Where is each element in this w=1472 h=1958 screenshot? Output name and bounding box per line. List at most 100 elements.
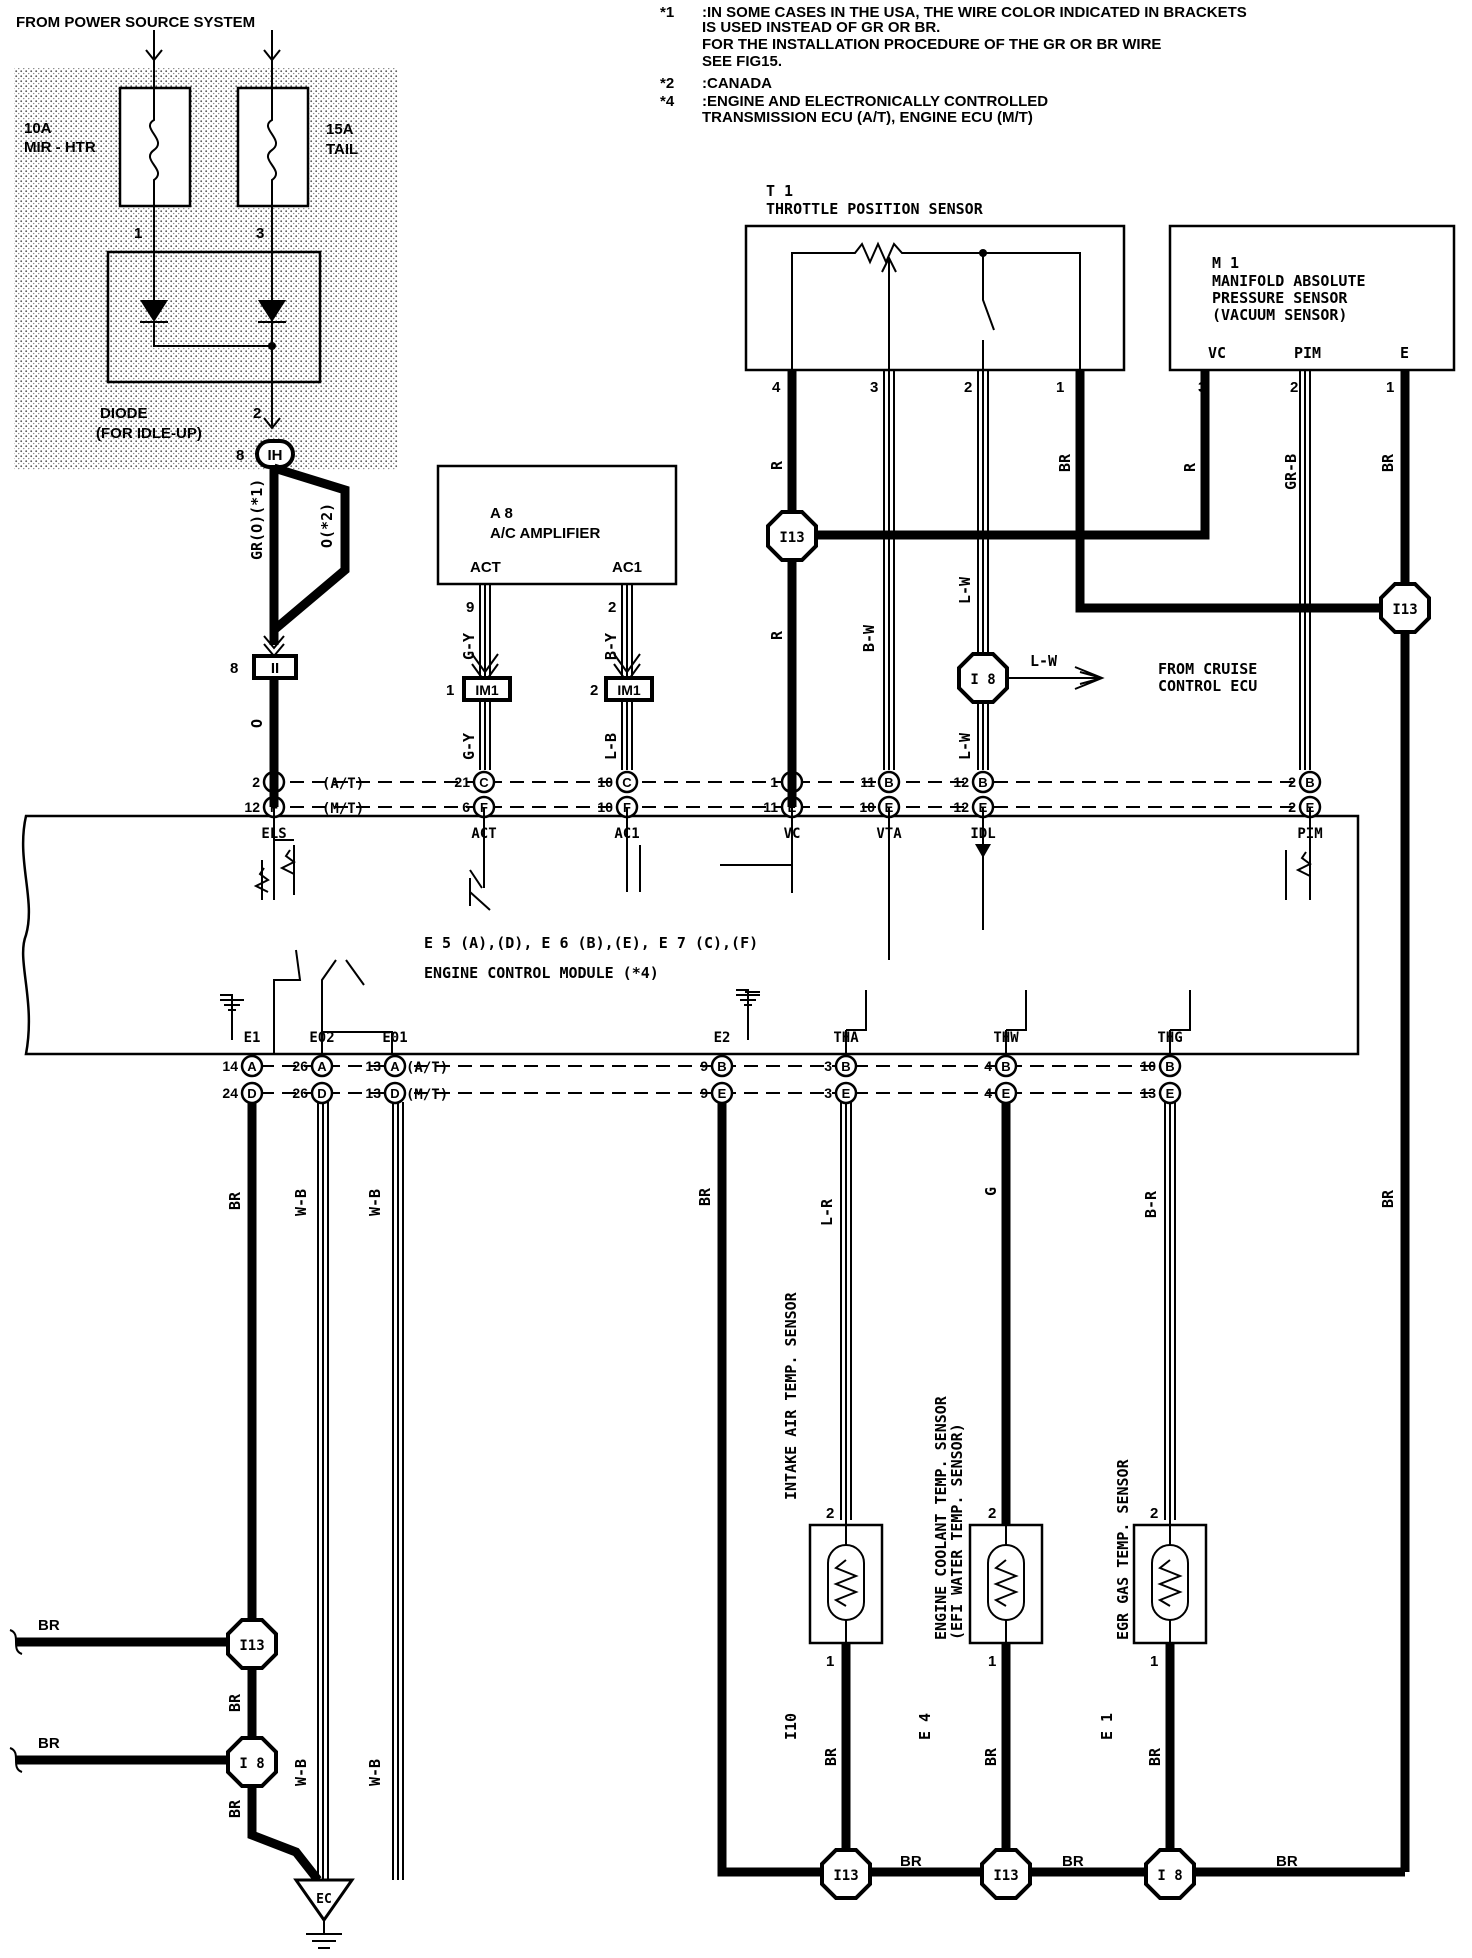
junction-i8 xyxy=(957,652,1009,704)
connector-letter: B xyxy=(1305,775,1314,790)
at-label: (A/T) xyxy=(406,1060,448,1076)
pin-number: 10 xyxy=(597,799,613,815)
notes-block: *1 :IN SOME CASES IN THE USA, THE WIRE C… xyxy=(660,4,1247,126)
note-line: FOR THE INSTALLATION PROCEDURE OF THE GR… xyxy=(702,36,1161,53)
wire-color-label: BR xyxy=(822,1747,840,1766)
pin-number: 2 xyxy=(252,774,260,790)
wire-color-label: L-W xyxy=(1030,652,1058,670)
ecm-name: ENGINE CONTROL MODULE (*4) xyxy=(424,964,659,982)
terminal-label: PIM xyxy=(1294,344,1321,362)
wire-color-label: GR(O)(*1) xyxy=(248,479,266,560)
wire-color-label: BR xyxy=(226,1191,244,1210)
connector-letter: B xyxy=(978,775,987,790)
wire-color-label: G xyxy=(982,1187,1000,1196)
pin-label: 2 xyxy=(988,1505,996,1522)
pin-label: 1 xyxy=(826,1653,834,1670)
pin-label: 3 xyxy=(870,379,878,396)
note-line: TRANSMISSION ECU (A/T), ENGINE ECU (M/T) xyxy=(702,109,1033,126)
ecm-top-at-terminal xyxy=(472,770,496,794)
fuse-element-icon xyxy=(266,88,278,206)
wire-color-label: W-B xyxy=(292,1189,310,1216)
ac-amplifier: A 8 A/C AMPLIFIER ACT AC1 9 2 G-Y B-Y IM… xyxy=(436,464,678,770)
diode-box xyxy=(106,250,322,384)
ground-label: EC xyxy=(316,1892,332,1907)
note-line: IS USED INSTEAD OF GR OR BR. xyxy=(702,19,940,36)
potentiometer-icon xyxy=(791,241,1081,370)
sensor-code: I10 xyxy=(782,1713,800,1740)
wire-color-label: L-W xyxy=(956,576,974,604)
terminal-label: ACT xyxy=(470,559,501,576)
thermistor-icon xyxy=(833,1559,859,1607)
connector-letter: E xyxy=(718,1086,727,1101)
transistor-icon xyxy=(469,869,491,911)
pin-number: 13 xyxy=(1140,1085,1156,1101)
wire-color-label: BR xyxy=(226,1799,244,1818)
wire-color-label: BR xyxy=(696,1187,714,1206)
fuse-rating: 15A xyxy=(326,121,354,138)
diode-sublabel: (FOR IDLE-UP) xyxy=(96,425,202,442)
connector-pin: 8 xyxy=(230,660,238,677)
ecm-bot-at-terminal xyxy=(834,1054,858,1078)
sensor-code: E 4 xyxy=(916,1713,934,1740)
terminal-name: E2 xyxy=(714,1030,731,1046)
wire-color-label: O(*2) xyxy=(318,503,336,548)
connector-letter: B xyxy=(717,1059,726,1074)
ground-wiring: I13 I 8 EC BR BR BR BR BR W-B W-B W-B W-… xyxy=(9,1102,404,1949)
ecm-top-at-terminal xyxy=(877,770,901,794)
diode-icon xyxy=(258,300,286,322)
wire-color-label: O xyxy=(248,719,266,728)
pin-number: 12 xyxy=(953,774,969,790)
connector-letter: C xyxy=(479,775,489,790)
connector-letter: D xyxy=(317,1086,326,1101)
connector-letter: A xyxy=(390,1059,400,1074)
wire-color-label: B-R xyxy=(1142,1190,1160,1218)
wire-color-label: W-B xyxy=(366,1759,384,1786)
connector-im1 xyxy=(462,676,512,702)
pin-number: 12 xyxy=(244,799,260,815)
pin-number: 14 xyxy=(222,1058,238,1074)
wire-color-label: W-B xyxy=(366,1189,384,1216)
wire-color-label: L-W xyxy=(956,732,974,760)
terminal-label: E xyxy=(1400,344,1409,362)
connector-letter: B xyxy=(1165,1059,1174,1074)
junction-label: I 8 xyxy=(1157,1868,1182,1884)
component-code: M 1 xyxy=(1212,254,1239,272)
fuse-pin: 1 xyxy=(134,225,142,242)
fuse-element-icon xyxy=(148,88,160,206)
connector-letter: D xyxy=(247,1086,256,1101)
cruise-label: CONTROL ECU xyxy=(1158,677,1257,695)
diode-pin: 2 xyxy=(253,405,261,422)
pin-number: 12 xyxy=(953,799,969,815)
wire-color-label: R xyxy=(1181,462,1199,472)
connector-pin: 2 xyxy=(590,682,598,699)
diode-icon xyxy=(975,844,991,858)
wire-color-label: L-B xyxy=(602,733,620,760)
connector-letter: D xyxy=(390,1086,399,1101)
idle-up-wires: GR(O)(*1) O(*2) II 8 O xyxy=(230,463,350,770)
sensor-name: INTAKE AIR TEMP. SENSOR xyxy=(782,1291,800,1500)
component-code: T 1 xyxy=(766,182,793,200)
pin-number: 3 xyxy=(824,1085,832,1101)
connector-label: IH xyxy=(268,447,283,464)
pin-number: 2 xyxy=(1288,774,1296,790)
pin-number: 9 xyxy=(700,1058,708,1074)
pin-label: 4 xyxy=(772,379,781,396)
pin-number: 10 xyxy=(597,774,613,790)
pin-label: 2 xyxy=(1150,1505,1158,1522)
sensor-wiring-top: FROM CRUISE CONTROL ECU L-W I13 I13 I 8 … xyxy=(766,370,1431,1872)
sensor-name: EGR GAS TEMP. SENSOR xyxy=(1114,1458,1132,1640)
junction-label: I 8 xyxy=(239,1756,264,1772)
note-mark: *2 xyxy=(660,75,674,92)
pin-number: 11 xyxy=(763,799,778,815)
connector-letter: A xyxy=(247,1059,257,1074)
ecm-top-at-terminal xyxy=(971,770,995,794)
connector-letter: E xyxy=(1166,1086,1175,1101)
wire-color-label: BR xyxy=(982,1747,1000,1766)
pin-label: 1 xyxy=(1056,379,1064,396)
junction-i8 xyxy=(1144,1848,1196,1900)
connector-letter: B xyxy=(1001,1059,1010,1074)
ecm-top-at-terminal xyxy=(615,770,639,794)
wire-color-label: BR xyxy=(1056,453,1074,472)
ecm-top-at-terminal xyxy=(1298,770,1322,794)
ecm-bot-mt-terminal xyxy=(383,1081,407,1105)
